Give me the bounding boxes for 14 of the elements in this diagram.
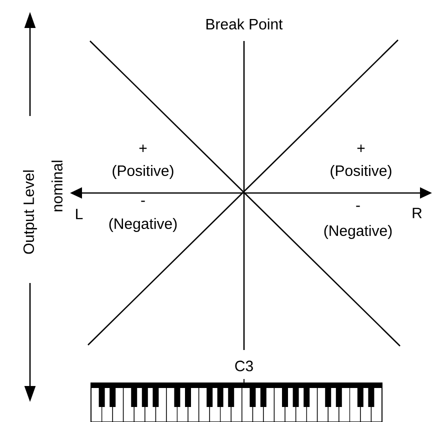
region-label: (Positive) — [330, 165, 392, 179]
axis-label: nominal — [52, 160, 62, 212]
side-label: R — [412, 208, 422, 218]
sign-label: + — [139, 144, 147, 152]
region-label: (Negative) — [109, 218, 177, 232]
key-label: C3 — [235, 360, 253, 372]
axis-title: Output Level — [23, 170, 37, 254]
sign-label: - — [356, 206, 360, 207]
sign-label: + — [357, 144, 365, 152]
region-label: (Negative) — [324, 225, 392, 239]
axis-title: Break Point — [206, 18, 283, 30]
sign-label: - — [141, 200, 145, 202]
side-label: L — [76, 208, 83, 220]
region-label: (Positive) — [112, 165, 174, 179]
